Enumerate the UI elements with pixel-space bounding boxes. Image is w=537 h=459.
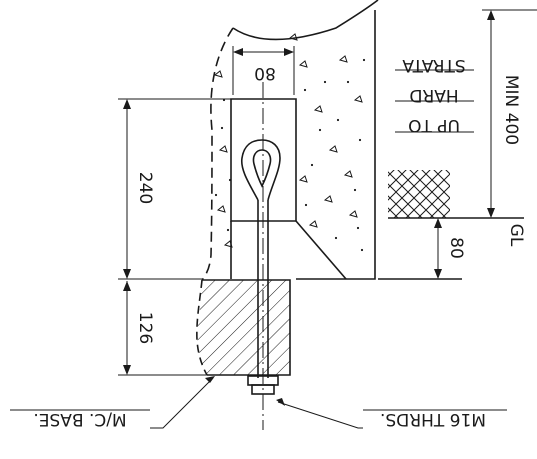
foundation-bolt	[240, 82, 281, 430]
label-bolt-thread: M16 THRDS.	[380, 409, 486, 429]
label-strata-wrap: UP TO HARD STRATA	[402, 55, 466, 135]
dimension-min-400: MIN 400	[501, 75, 521, 145]
dimension-240: 240	[135, 172, 155, 204]
label-gl80-wrap: 80	[446, 237, 466, 259]
label-80-width-wrap: 80	[254, 63, 276, 83]
label-strata-line3: STRATA	[402, 55, 466, 75]
label-strata-line1: UP TO	[408, 115, 460, 135]
leader-lines	[10, 376, 507, 429]
ground-level	[378, 170, 524, 280]
label-strata-line2: HARD	[409, 85, 458, 105]
label-base-wrap: M/C. BASE.	[33, 409, 126, 429]
bolt-pocket	[230, 98, 347, 280]
dimension-126: 126	[135, 312, 155, 344]
label-bolt-wrap: M16 THRDS.	[380, 409, 486, 429]
dimension-80-gl: 80	[446, 237, 466, 259]
concrete-dots	[214, 58, 366, 252]
label-gl: GL	[506, 224, 526, 247]
label-126-wrap: 126	[135, 312, 155, 344]
label-gl-wrap: GL	[506, 224, 526, 247]
label-min400-wrap: MIN 400	[501, 75, 521, 145]
concrete-foundation	[201, 0, 379, 281]
concrete-aggregate	[213, 33, 363, 248]
machine-base	[196, 279, 291, 376]
label-240-wrap: 240	[135, 172, 155, 204]
label-machine-base: M/C. BASE.	[33, 409, 126, 429]
dimension-80-width: 80	[254, 63, 276, 83]
dimension-lines	[118, 9, 537, 376]
